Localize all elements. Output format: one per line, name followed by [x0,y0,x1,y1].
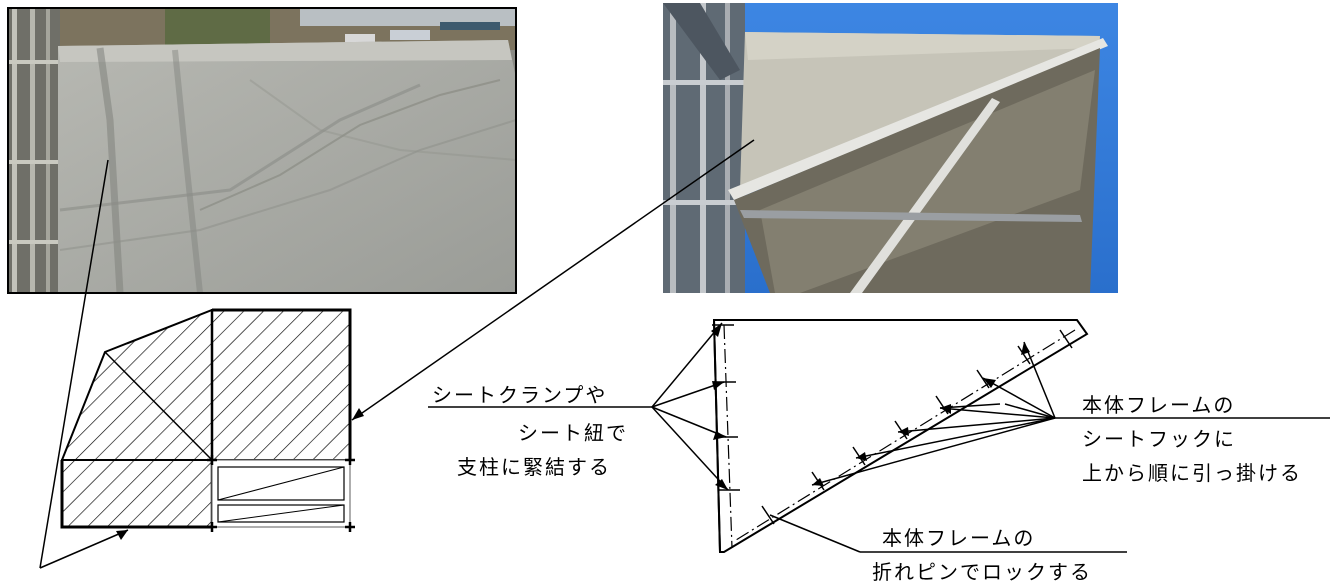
hook-label-line2: シートフックに [1082,427,1236,451]
hook-callout: 本体フレームの シートフックに 上から順に引っ掛ける [1055,393,1330,485]
photo-sheet-on-scaffold-wall [7,7,517,294]
photo-sheet-on-bracket-frame [663,3,1118,293]
post-marks [207,455,355,532]
pin-label-line1: 本体フレームの [882,526,1035,550]
hook-label-line1: 本体フレームの [1082,393,1235,417]
open-bay [211,459,351,528]
clamp-arrows [651,322,729,491]
hook-label-line3: 上から順に引っ掛ける [1082,461,1302,485]
bracket-section-diagram [651,319,1089,553]
clamp-label-line2: シート紐で [518,421,628,445]
pin-callout: 本体フレームの 折れピンでロックする [860,526,1127,584]
clamp-label-line3: 支柱に緊結する [457,455,611,479]
pin-leader [769,514,861,553]
clamp-callout: シートクランプや シート紐で 支柱に緊結する [428,383,652,479]
leader-lines [39,139,755,569]
sheet-area-lower-left [61,459,213,528]
pin-label-line2: 折れピンでロックする [872,560,1092,584]
elevation-diagram [60,308,355,532]
clamp-label-line1: シートクランプや [432,383,607,407]
sheet-area-upper-right [211,309,351,461]
hook-arrows [811,341,1056,486]
